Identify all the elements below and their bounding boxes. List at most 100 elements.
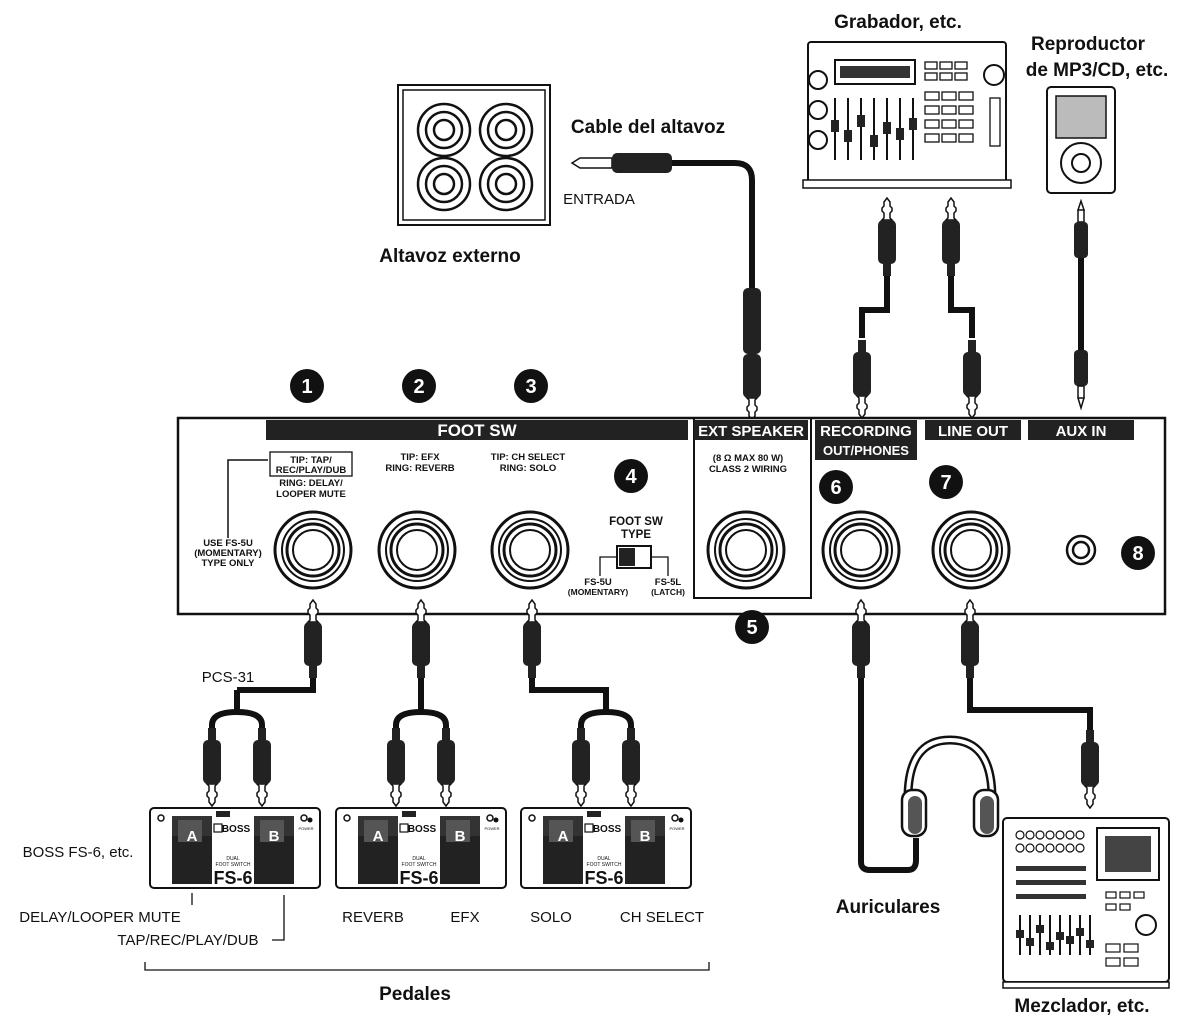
svg-text:DUAL: DUAL bbox=[412, 856, 426, 862]
speaker-cable-label: Cable del altavoz bbox=[571, 117, 725, 138]
external-speaker-label: Altavoz externo bbox=[379, 246, 520, 267]
svg-text:BOSS: BOSS bbox=[408, 824, 437, 835]
mp3-player-label-2: de MP3/CD, etc. bbox=[1026, 60, 1169, 81]
tap-rec-play-dub-label: TAP/REC/PLAY/DUB bbox=[117, 932, 258, 949]
aux-in-header: AUX IN bbox=[1056, 423, 1107, 440]
callout-4: 4 bbox=[614, 459, 648, 493]
mixer-cable bbox=[960, 599, 1100, 809]
line-out-jack[interactable] bbox=[931, 510, 1011, 590]
callout-2: 2 bbox=[402, 369, 436, 403]
line-out-header: LINE OUT bbox=[938, 423, 1008, 440]
jack1-ring-line1: RING: DELAY/ bbox=[279, 478, 343, 489]
solo-label: SOLO bbox=[530, 909, 572, 926]
jack2-ring: RING: REVERB bbox=[385, 463, 454, 474]
mixer-icon bbox=[1002, 817, 1170, 989]
callout-1: 1 bbox=[290, 369, 324, 403]
svg-text:B: B bbox=[269, 828, 280, 845]
recorder-icon bbox=[802, 41, 1012, 189]
pcs31-cable-3 bbox=[522, 599, 641, 807]
foot-sw-jack-3[interactable] bbox=[490, 510, 570, 590]
svg-text:8: 8 bbox=[1132, 543, 1143, 565]
fs5l-label: FS-5L bbox=[655, 577, 682, 588]
svg-text:1: 1 bbox=[301, 376, 312, 398]
svg-text:A: A bbox=[373, 828, 384, 845]
svg-text:FS-6: FS-6 bbox=[584, 868, 623, 888]
svg-text:POWER: POWER bbox=[484, 826, 499, 831]
svg-text:7: 7 bbox=[940, 472, 951, 494]
aux-in-jack[interactable] bbox=[1065, 534, 1097, 566]
svg-text:B: B bbox=[455, 828, 466, 845]
recording-out-jack[interactable] bbox=[821, 510, 901, 590]
svg-text:FOOT SWITCH: FOOT SWITCH bbox=[402, 862, 437, 868]
svg-text:DUAL: DUAL bbox=[226, 856, 240, 862]
svg-text:B: B bbox=[640, 828, 651, 845]
foot-sw-jack-1[interactable] bbox=[273, 510, 353, 590]
mp3-player-icon bbox=[1046, 86, 1116, 194]
delay-looper-mute-label: DELAY/LOOPER MUTE bbox=[19, 909, 180, 926]
pcs31-cable-1 bbox=[202, 599, 323, 807]
mp3-player-label-1: Reproductor bbox=[1031, 34, 1146, 55]
amp-rear-panel bbox=[176, 416, 1167, 616]
foot-sw-header: FOOT SW bbox=[437, 421, 517, 440]
speaker-input-label: ENTRADA bbox=[563, 191, 635, 208]
svg-text:2: 2 bbox=[413, 376, 424, 398]
callout-3: 3 bbox=[514, 369, 548, 403]
jack2-tip: TIP: EFX bbox=[400, 452, 440, 463]
footswitch-unit-2: A B BOSS DUAL FOOT SWITCH FS-6 POWER bbox=[335, 807, 507, 889]
svg-text:3: 3 bbox=[525, 376, 536, 398]
cable-model-label: PCS-31 bbox=[202, 669, 255, 686]
callout-8: 8 bbox=[1121, 536, 1155, 570]
reverb-label: REVERB bbox=[342, 909, 404, 926]
svg-text:POWER: POWER bbox=[298, 826, 313, 831]
callout-6: 6 bbox=[819, 470, 853, 504]
svg-text:FOOT SWITCH: FOOT SWITCH bbox=[216, 862, 251, 868]
jack1-ring-line2: LOOPER MUTE bbox=[276, 489, 346, 500]
foot-sw-jack-2[interactable] bbox=[377, 510, 457, 590]
recording-header-sub: OUT/PHONES bbox=[823, 443, 909, 458]
recording-header: RECORDING bbox=[820, 423, 912, 440]
recorder-label: Grabador, etc. bbox=[834, 12, 962, 33]
jack3-ring: RING: SOLO bbox=[500, 463, 556, 474]
svg-text:A: A bbox=[558, 828, 569, 845]
jack3-tip: TIP: CH SELECT bbox=[491, 452, 566, 463]
ext-speaker-header: EXT SPEAKER bbox=[698, 423, 804, 440]
headphones-icon bbox=[900, 735, 1000, 838]
svg-text:4: 4 bbox=[625, 466, 637, 488]
jack1-note-line3: TYPE ONLY bbox=[202, 558, 256, 569]
callout-5: 5 bbox=[735, 610, 769, 644]
speaker-cabinet-icon bbox=[397, 84, 551, 226]
jack1-tip-line1: TIP: TAP/ bbox=[290, 455, 332, 466]
footswitch-unit-3: A B BOSS DUAL FOOT SWITCH FS-6 POWER bbox=[520, 807, 692, 889]
recording-out-cable bbox=[852, 197, 897, 419]
jack1-tip-line2: REC/PLAY/DUB bbox=[276, 465, 347, 476]
fs5l-sub: (LATCH) bbox=[651, 587, 685, 597]
footswitch-unit-1: A B BOSS DUAL FOOT SWITCH FS-6 POWER bbox=[149, 807, 321, 889]
jack1-note-line1: USE FS-5U bbox=[203, 538, 253, 549]
callout-7: 7 bbox=[929, 465, 963, 499]
function-leaders bbox=[144, 893, 710, 971]
speaker-cable bbox=[570, 153, 762, 421]
svg-text:DUAL: DUAL bbox=[597, 856, 611, 862]
foot-sw-type-switch[interactable] bbox=[599, 545, 669, 576]
headphones-label: Auriculares bbox=[836, 897, 941, 918]
pcs31-cable-2 bbox=[386, 599, 456, 807]
svg-text:FS-6: FS-6 bbox=[399, 868, 438, 888]
fs5u-sub: (MOMENTARY) bbox=[568, 587, 629, 597]
pedals-label: Pedales bbox=[379, 984, 451, 1005]
svg-text:5: 5 bbox=[746, 617, 757, 639]
svg-text:6: 6 bbox=[830, 477, 841, 499]
jack1-note-line2: (MOMENTARY) bbox=[194, 548, 262, 559]
aux-in-cable bbox=[1074, 198, 1088, 411]
ext-speaker-jack[interactable] bbox=[706, 510, 786, 590]
ext-spec-line1: (8 Ω MAX 80 W) bbox=[713, 453, 783, 464]
svg-text:BOSS: BOSS bbox=[222, 824, 251, 835]
type-switch-label-2: TYPE bbox=[621, 529, 651, 541]
ext-spec-line2: CLASS 2 WIRING bbox=[709, 464, 787, 475]
svg-text:A: A bbox=[187, 828, 198, 845]
type-switch-label-1: FOOT SW bbox=[609, 516, 663, 528]
svg-text:FS-6: FS-6 bbox=[213, 868, 252, 888]
headphone-cable bbox=[851, 599, 919, 873]
svg-text:POWER: POWER bbox=[669, 826, 684, 831]
line-out-cable bbox=[941, 197, 982, 419]
